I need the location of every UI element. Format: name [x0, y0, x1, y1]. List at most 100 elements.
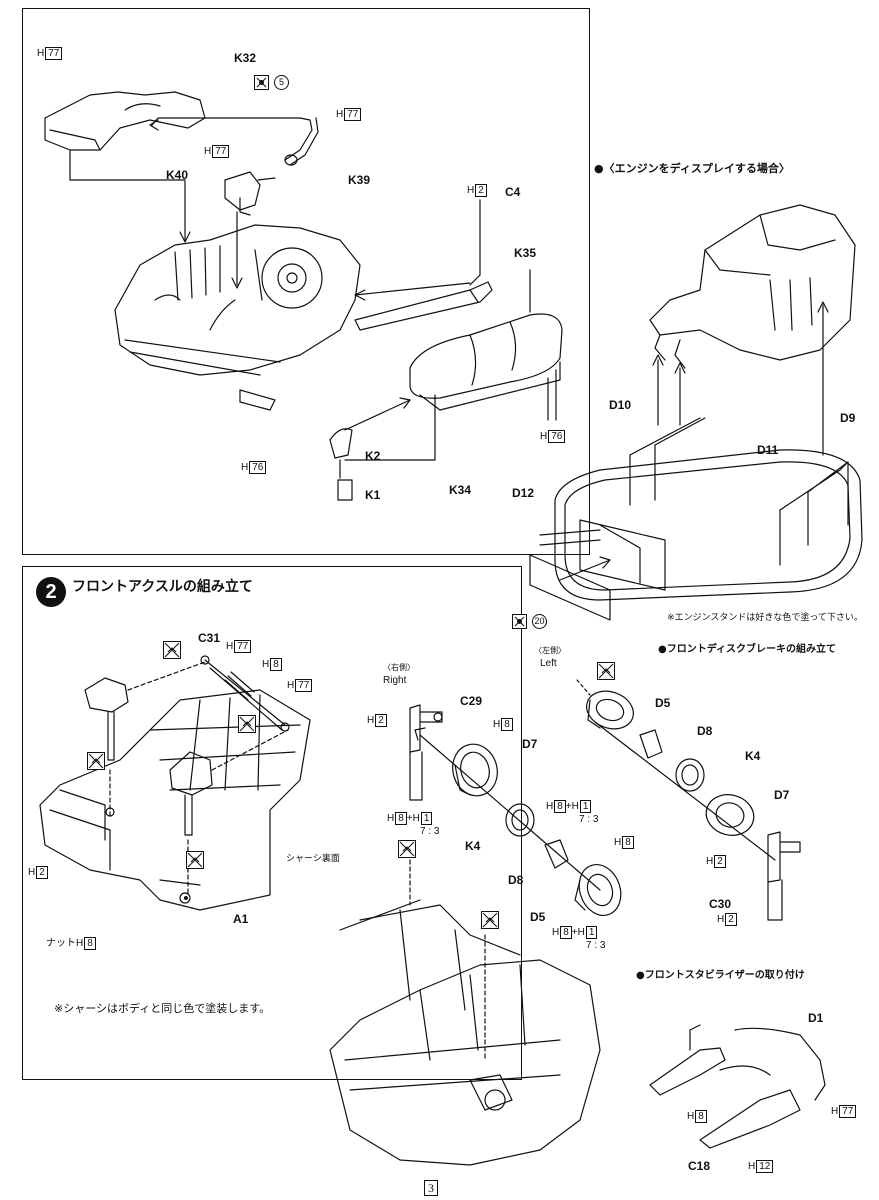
chassis-front-a1: [39, 689, 311, 911]
muffler-stud-lines: [547, 369, 557, 421]
glue-icon-knuckle-lower: [186, 851, 204, 869]
hub-d8-left: [639, 729, 663, 759]
step-title: フロントアクスルの組み立て: [72, 579, 253, 595]
hub-k4-left: [675, 758, 705, 792]
label-k34: K34: [449, 483, 472, 497]
label-a1: A1: [233, 912, 249, 926]
glue-icon-c31: [163, 641, 181, 659]
strut-c29: [409, 704, 443, 801]
strut-c30: [767, 831, 801, 921]
paint-number-k32: 5: [274, 75, 289, 90]
hub-k4-right: [505, 803, 535, 837]
label-d12: D12: [512, 486, 535, 500]
label-d7-right: D7: [522, 737, 538, 751]
section-engine-display: ●〈エンジンをディスプレイする場合〉: [594, 162, 790, 175]
fan-housing-k40: [224, 171, 276, 216]
engine-assembly-panel: [22, 8, 590, 555]
label-c18: C18: [688, 1159, 711, 1173]
label-d1: D1: [808, 1011, 824, 1025]
glue-icon-left-caliper: [597, 662, 615, 680]
ratio-k4-right: 7 : 3: [579, 814, 599, 825]
left-brake-axis: [594, 721, 776, 861]
stabilizer-d1: [649, 1024, 826, 1149]
section-front-stabilizer: ●フロントスタビライザーの取り付け: [636, 970, 805, 981]
exhaust-pipe-c4: [354, 281, 493, 331]
steering-knuckle: [84, 677, 213, 836]
chassis-with-axle: [329, 904, 601, 1166]
label-c4: C4: [505, 185, 521, 199]
note-engine-stand: ※エンジンスタンドは好きな色で塗って下さい。: [667, 613, 863, 623]
disc-d7-left: [705, 794, 755, 836]
engine-stand: [539, 417, 863, 601]
stand-plate-arrow: [559, 559, 611, 581]
k32-to-engine-line: [69, 149, 186, 241]
c4-guide-line: [469, 199, 481, 286]
label-k32: K32: [234, 51, 257, 65]
k2-guide-line: [344, 399, 411, 431]
glue-icon-tierod: [238, 715, 256, 733]
label-d8-left: D8: [697, 724, 713, 738]
paint-icon-stand: [512, 614, 527, 629]
caliper-d5-left: [586, 690, 634, 730]
note-chassis-underside: シャーシ裏面: [286, 854, 340, 864]
label-d11: D11: [757, 443, 779, 457]
glue-icon-right-strut: [398, 840, 416, 858]
c4-arrow: [354, 282, 471, 296]
label-c31: C31: [198, 631, 221, 645]
chassis-link-line: [339, 899, 421, 931]
ratio-d5-right: 7 : 3: [586, 940, 606, 951]
label-k2: K2: [365, 449, 381, 463]
paint-number-stand: 20: [532, 614, 547, 629]
section-front-disc-brake: ●フロントディスクブレーキの組み立て: [658, 644, 837, 655]
disc-d7-right: [452, 743, 498, 797]
side-right-jp: 〈右側〉: [383, 663, 415, 672]
air-intake-k32: [44, 91, 206, 151]
hub-d8-right: [544, 839, 569, 869]
caliper-d5-right: [574, 864, 622, 916]
step-number: 2: [36, 577, 66, 607]
page-number: 3: [424, 1180, 438, 1196]
hose-k39: [284, 117, 319, 166]
stand-base-plate: [529, 554, 611, 621]
label-k40: K40: [166, 168, 189, 182]
glue-icon-axle: [481, 911, 499, 929]
tie-rod-c31: [200, 655, 290, 732]
paint-icon-k32: [254, 75, 269, 90]
label-d7-left: D7: [774, 788, 790, 802]
ratio-d7-right: 7 : 3: [420, 826, 440, 837]
side-left-jp: 〈左側〉: [534, 646, 566, 655]
label-d5-right: D5: [530, 910, 546, 924]
glue-icon-knuckle: [87, 752, 105, 770]
label-k4-left: K4: [745, 749, 761, 763]
label-d10: D10: [609, 398, 632, 412]
right-brake-axis: [419, 734, 601, 891]
label-k35: K35: [514, 246, 537, 260]
display-engine: [649, 204, 856, 369]
muffler-k35: [409, 313, 563, 411]
label-d8-right: D8: [508, 873, 524, 887]
label-k39: K39: [348, 173, 371, 187]
side-right-en: Right: [383, 675, 407, 686]
label-k1: K1: [365, 488, 381, 502]
label-k4-right: K4: [465, 839, 481, 853]
